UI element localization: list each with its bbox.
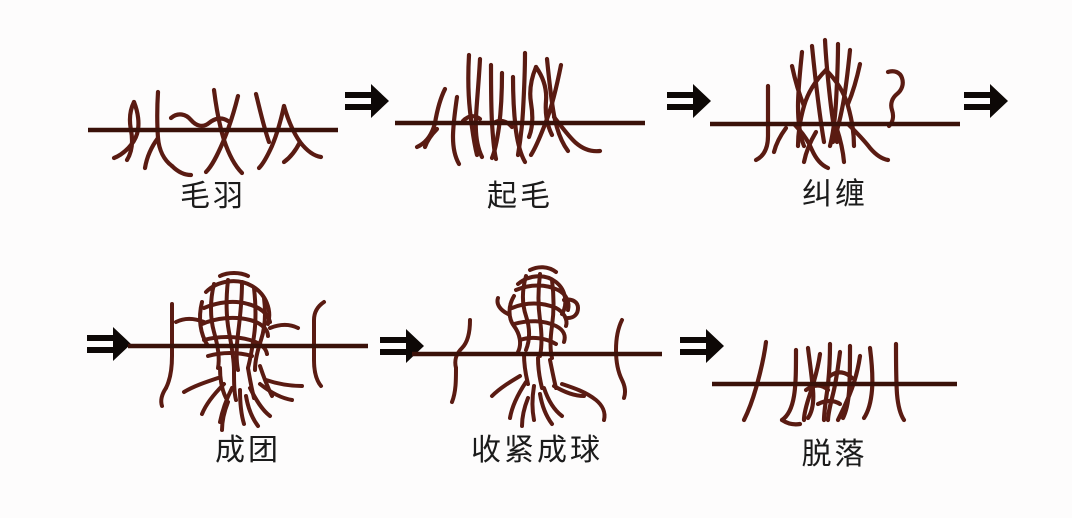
balling-fiber-diagram bbox=[128, 271, 368, 432]
stage-label-2: 起毛 bbox=[487, 180, 553, 213]
stage-label-4: 成团 bbox=[215, 434, 281, 467]
stage-panel-5: 收紧成球 bbox=[412, 262, 662, 487]
rightwards-double-arrow-icon bbox=[87, 327, 131, 361]
arrow-stage-1-to-2 bbox=[343, 82, 391, 122]
rightwards-double-arrow-icon bbox=[680, 329, 724, 363]
tightened-pill-diagram bbox=[412, 265, 662, 428]
stage-panel-1: 毛羽 bbox=[88, 62, 338, 232]
rightwards-double-arrow-icon bbox=[667, 84, 711, 118]
rightwards-double-arrow-icon bbox=[964, 84, 1008, 118]
arrow-stage-2-to-3 bbox=[665, 82, 713, 122]
stage-panel-2: 起毛 bbox=[395, 45, 645, 235]
stage-label-3: 纠缠 bbox=[802, 178, 868, 211]
stage-label-1: 毛羽 bbox=[180, 180, 246, 213]
rightwards-double-arrow-icon bbox=[345, 84, 389, 118]
hairiness-fiber-diagram bbox=[88, 87, 338, 178]
entanglement-fiber-diagram bbox=[710, 37, 960, 171]
stage-panel-6: 脱落 bbox=[712, 320, 957, 490]
shedding-fiber-diagram bbox=[712, 339, 957, 427]
arrow-stage-3-to-4 bbox=[962, 82, 1010, 122]
stage-panel-4: 成团 bbox=[128, 262, 368, 487]
arrow-row2-to-stage-4 bbox=[85, 325, 133, 365]
stage-panel-3: 纠缠 bbox=[710, 28, 960, 233]
stage-label-5: 收紧成球 bbox=[471, 434, 603, 467]
fuzzing-fiber-diagram bbox=[395, 50, 645, 167]
arrow-stage-5-to-6 bbox=[678, 327, 726, 367]
stage-label-6: 脱落 bbox=[801, 438, 868, 471]
